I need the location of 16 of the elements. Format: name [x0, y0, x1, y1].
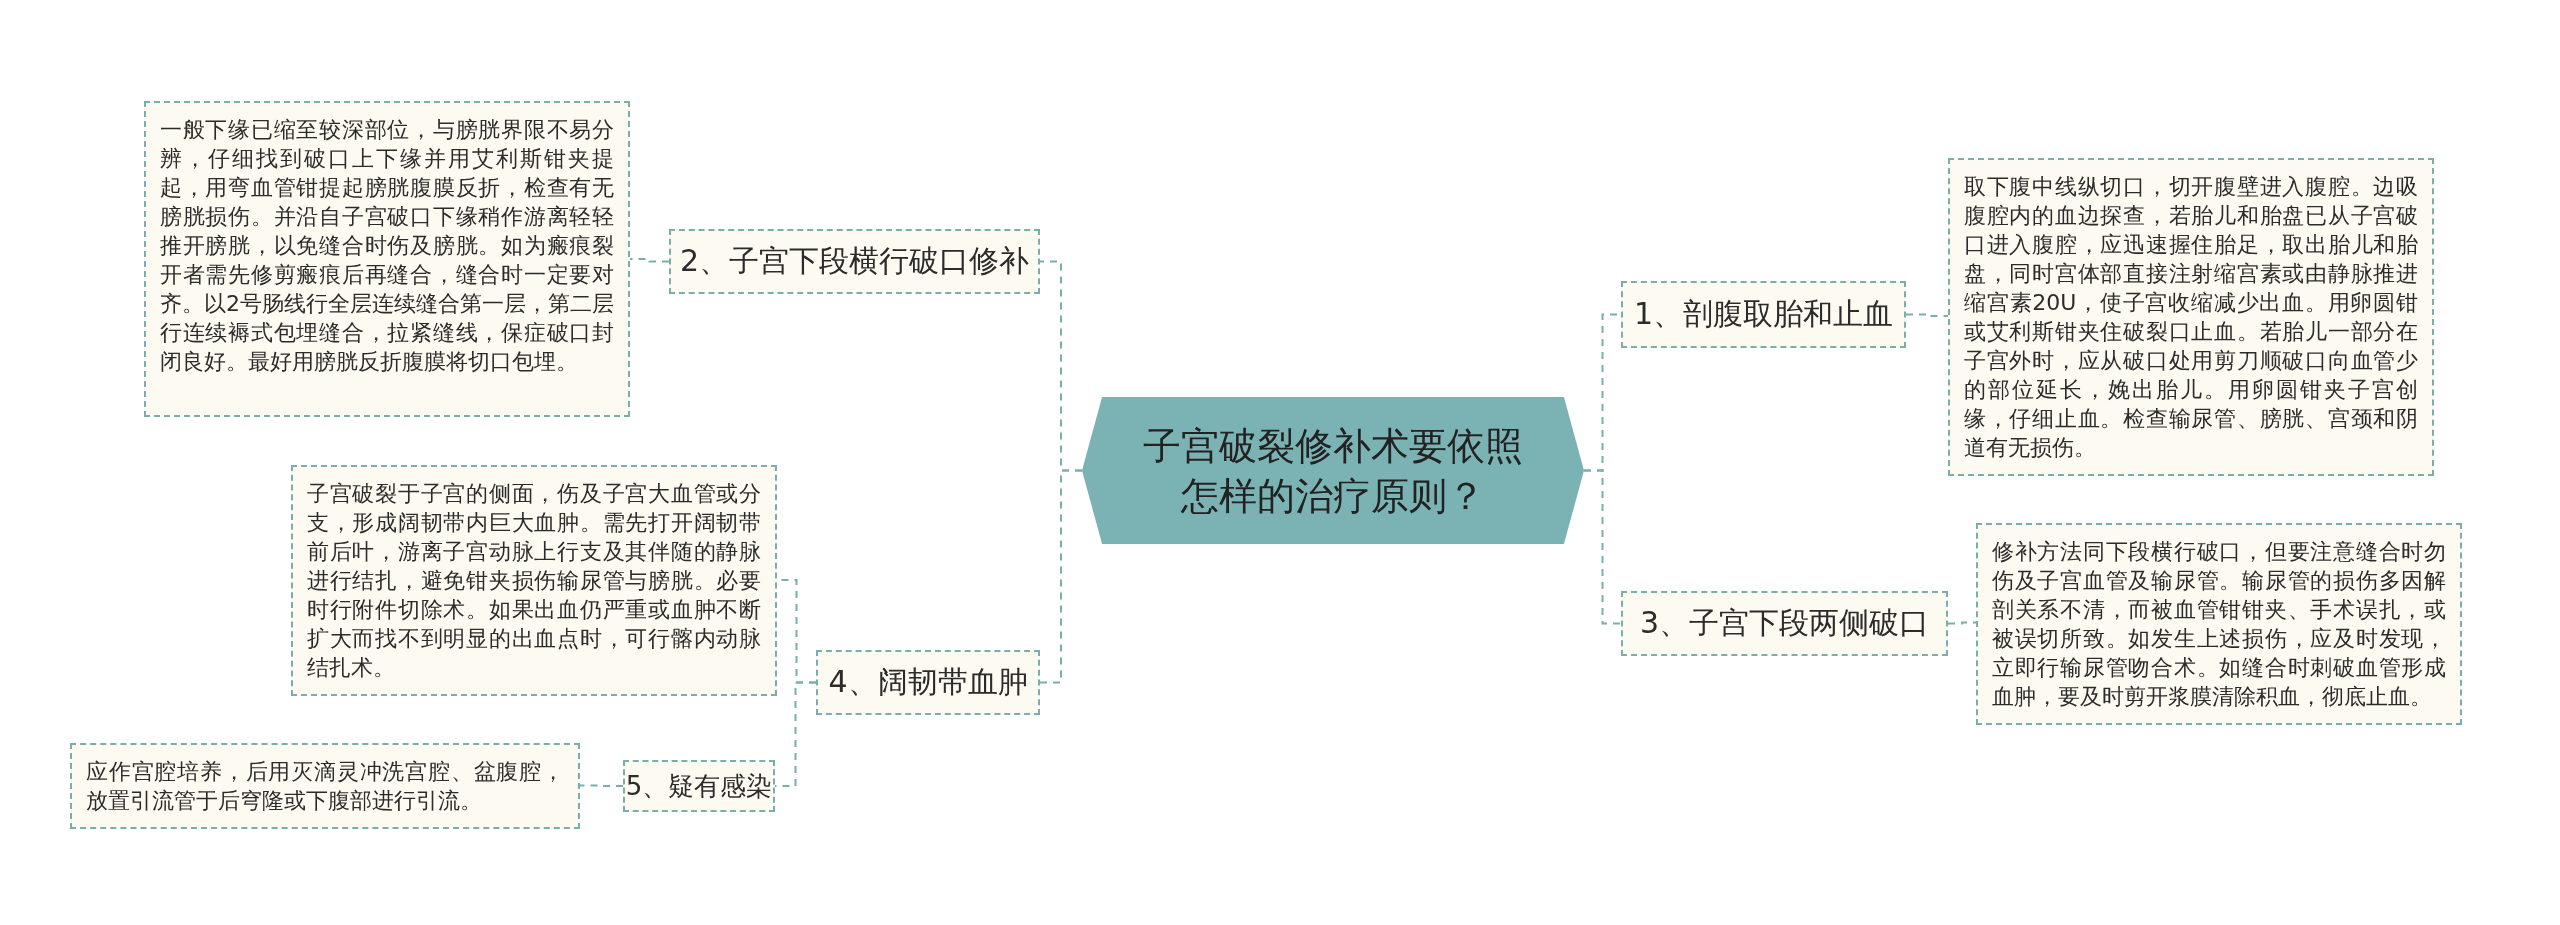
connector-line [579, 784, 624, 787]
note-box: 一般下缘已缩至较深部位，与膀胱界限不易分辨，仔细找到破口上下缘并用艾利斯钳夹提起，用弯血管钳提起膀胱腹膜反折，检查有无膀胱损伤。并沿自子宫破口下缘稍作游离轻轻推开膀胱，以免缝合时伤及膀胱。如为瘢痕裂开者需先修剪瘢痕后再缝合，缝合时一定要对齐。以2号肠线行全层连续缝合第一层，第二层行连续褥式包埋缝合，拉紧缝线，保症破口封闭良好。最好用膀胱反折腹膜将切口包埋。 [144, 101, 630, 417]
note-box: 取下腹中线纵切口，切开腹壁进入腹腔。边吸腹腔内的血边探查，若胎儿和胎盘已从子宫破口进入腹腔，应迅速握住胎足，取出胎儿和胎盘，同时宫体部直接注射缩宫素或由静脉推进缩宫素20U，使子宫收缩减少出血。用卵圆钳或艾利斯钳夹住破裂口止血。若胎儿一部分在子宫外时，应从破口处用剪刀顺破口向血管少的部位延长，娩出胎儿。用卵圆钳夹子宫创缘，仔细止血。检查输尿管、膀胱、宫颈和阴道有无损伤。 [1948, 158, 2434, 476]
connector-line [629, 258, 670, 263]
note-box: 修补方法同下段横行破口，但要注意缝合时勿伤及子宫血管及输尿管。输尿管的损伤多因解剖关系不清，而被血管钳钳夹、手术误扎，或被误切所致。如发生上述损伤，应及时发现，立即行输尿管吻合术。如缝合时刺破血管形成血肿，要及时剪开浆膜清除积血，彻底止血。 [1976, 523, 2462, 725]
connector-line [1583, 469, 1622, 625]
branch-box: 3、子宫下段两侧破口 [1621, 591, 1948, 656]
branch-box: 1、剖腹取胎和止血 [1621, 281, 1906, 348]
branch-box: 4、阔韧带血肿 [816, 650, 1040, 715]
connector-line [1905, 313, 1949, 317]
note-box: 子宫破裂于子宫的侧面，伤及子宫大血管或分支，形成阔韧带内巨大血肿。需先打开阔韧带前后叶，游离子宫动脉上行支及其伴随的静脉进行结扎，避免钳夹损伤输尿管与膀胱。必要时行附件切除术。如果出血仍严重或血肿不断扩大而找不到明显的出血点时，可行髂内动脉结扎术。 [291, 465, 777, 696]
note-box: 应作宫腔培养，后用灭滴灵冲洗宫腔、盆腹腔，放置引流管于后穹隆或下腹部进行引流。 [70, 743, 580, 829]
branch-box: 5、疑有感染 [623, 760, 775, 812]
connector-line [1039, 469, 1083, 684]
branch-box: 2、子宫下段横行破口修补 [669, 229, 1040, 294]
connector-line [1947, 621, 1977, 625]
